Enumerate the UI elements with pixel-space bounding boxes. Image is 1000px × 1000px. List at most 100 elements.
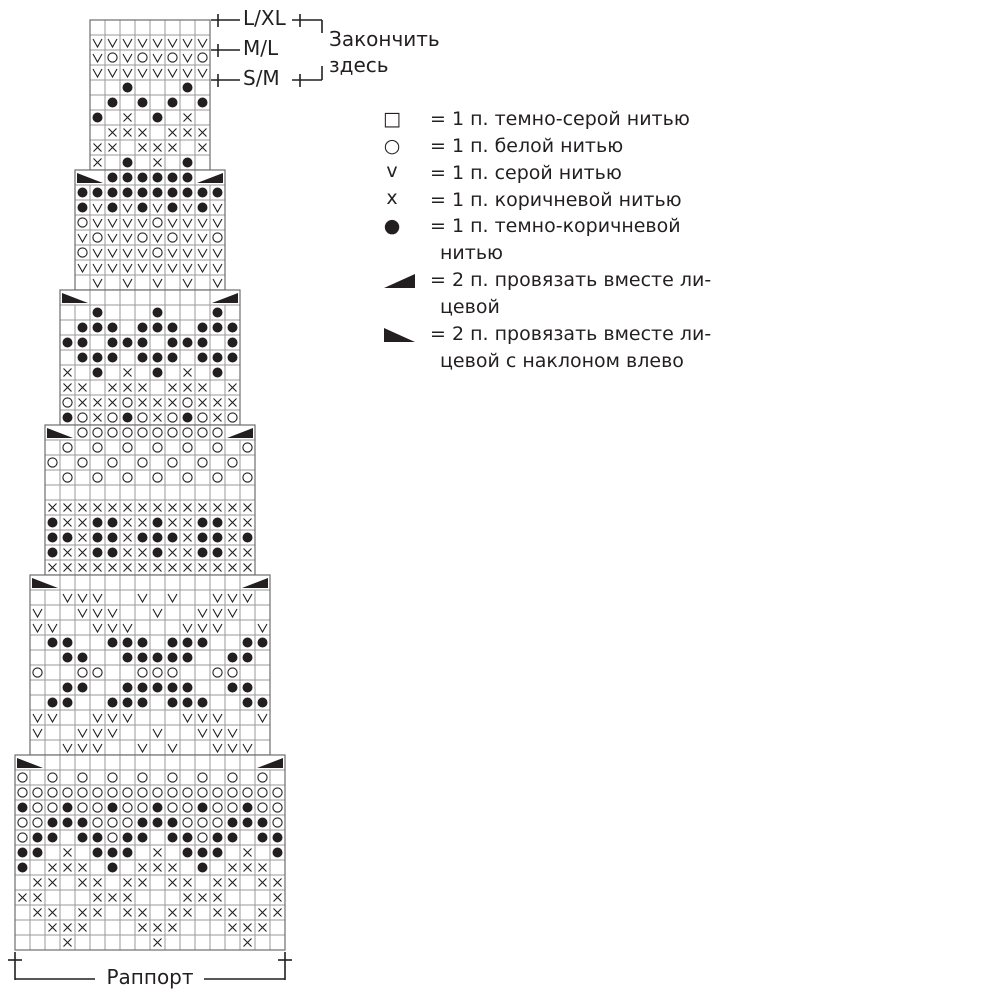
filled-circle-icon <box>197 847 208 858</box>
chart-cell <box>74 634 91 651</box>
chart-cell <box>29 859 46 876</box>
chart-cell <box>149 454 166 471</box>
x-icon <box>243 863 252 872</box>
circle-icon <box>257 787 268 798</box>
chart-cell <box>104 454 121 471</box>
filled-circle-icon <box>92 187 103 198</box>
v-icon <box>92 593 103 604</box>
chart-cell <box>104 439 121 456</box>
chart-cell <box>59 889 76 906</box>
x-icon <box>93 878 102 887</box>
filled-circle-icon <box>62 637 73 648</box>
chart-cell <box>134 469 151 486</box>
filled-circle-icon <box>242 652 253 663</box>
x-icon <box>183 533 192 542</box>
x-icon <box>198 143 207 152</box>
v-icon <box>62 743 73 754</box>
circle-icon <box>92 232 103 243</box>
filled-circle-icon <box>62 682 73 693</box>
v-icon <box>227 743 238 754</box>
circle-icon <box>107 457 118 468</box>
chart-cell <box>74 364 91 381</box>
x-icon <box>228 503 237 512</box>
chart-cell <box>149 484 166 501</box>
filled-circle-icon <box>77 352 88 363</box>
x-icon <box>183 128 192 137</box>
filled-circle-icon <box>242 697 253 708</box>
v-icon <box>242 593 253 604</box>
filled-circle-icon <box>122 412 133 423</box>
v-icon <box>197 248 208 259</box>
filled-circle-icon <box>77 187 88 198</box>
filled-circle-icon <box>137 337 148 348</box>
chart-cell <box>59 454 76 471</box>
chart-cell <box>254 934 271 951</box>
x-icon <box>18 893 27 902</box>
chart-cell <box>194 274 211 291</box>
chart-cell <box>134 784 151 801</box>
chart-cell <box>194 904 211 921</box>
x-icon <box>108 503 117 512</box>
chart-cell <box>194 769 211 786</box>
chart-cell <box>89 634 106 651</box>
v-icon <box>167 593 178 604</box>
chart-cell <box>149 214 166 231</box>
chart-cell <box>209 484 226 501</box>
circle-icon <box>122 397 133 408</box>
v-icon <box>197 233 208 244</box>
filled-circle-icon <box>77 337 88 348</box>
chart-cell <box>179 664 196 681</box>
chart-cell <box>209 934 226 951</box>
v-icon <box>77 728 88 739</box>
circle-icon <box>62 442 73 453</box>
filled-circle-icon <box>167 832 178 843</box>
circle-icon <box>92 787 103 798</box>
x-icon <box>153 848 162 857</box>
v-icon <box>92 263 103 274</box>
x-icon <box>183 113 192 122</box>
chart-cell <box>164 469 181 486</box>
x-icon <box>243 563 252 572</box>
chart-cell <box>209 754 226 771</box>
chart-cell <box>119 454 136 471</box>
chart-cell <box>269 784 286 801</box>
v-icon <box>182 203 193 214</box>
repeat-bracket <box>8 952 292 980</box>
filled-circle-icon <box>32 847 43 858</box>
chart-cell <box>194 754 211 771</box>
chart-cell <box>59 619 76 636</box>
filled-circle-icon <box>212 847 223 858</box>
filled-circle-icon <box>62 337 73 348</box>
filled-circle-icon <box>152 532 163 543</box>
chart-cell <box>194 454 211 471</box>
chart-cell <box>179 289 196 306</box>
filled-circle-icon <box>272 847 283 858</box>
circle-icon <box>167 232 178 243</box>
x-icon <box>33 878 42 887</box>
chart-cell <box>209 334 226 351</box>
chart-cell <box>194 49 211 66</box>
chart-cell <box>224 889 241 906</box>
chart-cell <box>134 49 151 66</box>
filled-circle-icon <box>167 682 178 693</box>
x-icon <box>63 518 72 527</box>
circle-icon <box>62 472 73 483</box>
chart-cell <box>134 664 151 681</box>
filled-circle-icon <box>137 652 148 663</box>
chart-cell <box>209 814 226 831</box>
filled-circle-icon <box>137 682 148 693</box>
circle-icon <box>197 52 208 63</box>
v-icon <box>167 38 178 49</box>
chart-cell <box>119 439 136 456</box>
chart-cell <box>134 364 151 381</box>
filled-circle-icon <box>137 187 148 198</box>
size-marker-s-m <box>211 74 240 87</box>
filled-circle-icon <box>212 547 223 558</box>
chart-cell <box>119 424 136 441</box>
x-icon <box>48 863 57 872</box>
x-icon <box>273 893 282 902</box>
v-icon <box>167 743 178 754</box>
right-decrease-triangle-icon <box>384 274 415 288</box>
x-icon <box>123 128 132 137</box>
circle-icon <box>77 457 88 468</box>
